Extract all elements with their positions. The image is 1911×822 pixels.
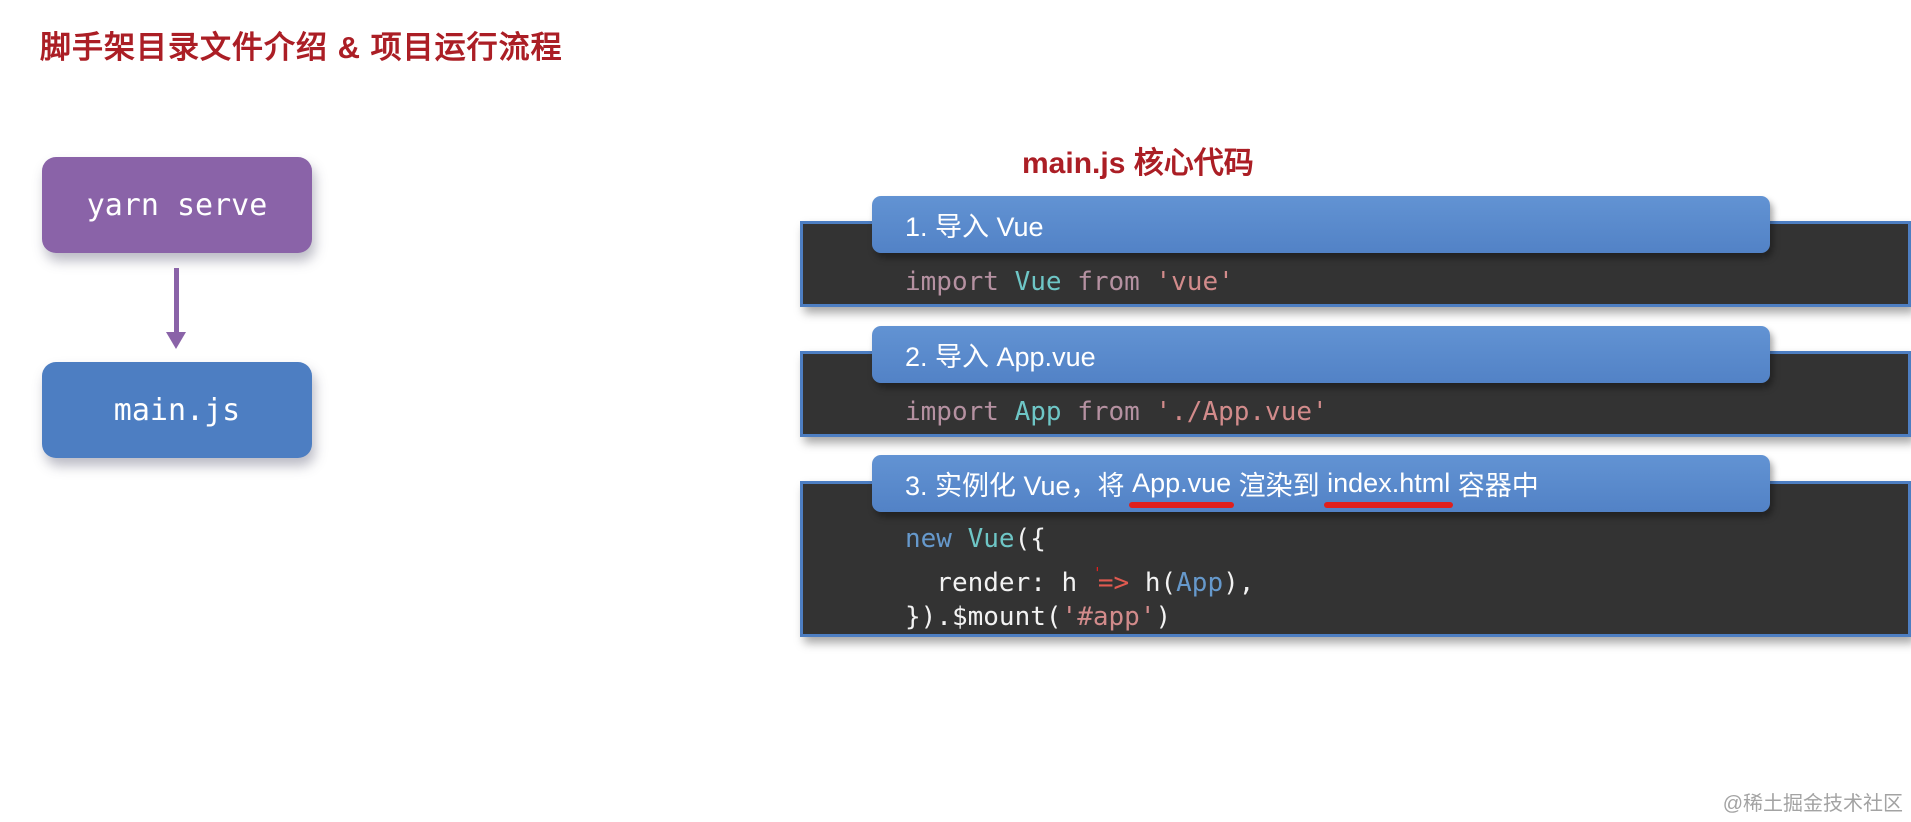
- arrow-down-icon: [166, 332, 186, 349]
- code-token: ),: [1223, 568, 1255, 598]
- step-label-part: 渲染到: [1231, 471, 1328, 501]
- code-token: [999, 397, 1015, 427]
- step-label-underlined: index.html: [1324, 468, 1454, 508]
- code-token: [1140, 397, 1156, 427]
- code-token: ): [1155, 602, 1172, 632]
- step-label-underlined: App.vue: [1129, 468, 1235, 508]
- yarn-serve-label: yarn serve: [86, 187, 268, 223]
- code-token: App: [1176, 568, 1224, 598]
- code-token: '#app': [1061, 602, 1156, 632]
- code-token: Vue: [967, 524, 1015, 554]
- code-token: import: [905, 397, 999, 427]
- code-token: [952, 524, 968, 554]
- flow-arrow: [166, 268, 186, 352]
- code-line: import Vue from 'vue': [905, 265, 1908, 299]
- code-token: App: [1014, 397, 1062, 427]
- step-label-part: 1. 导入 Vue: [905, 212, 1044, 242]
- code-token: render: h: [905, 568, 1093, 598]
- code-token: './App.vue': [1155, 397, 1328, 427]
- step-header: 3. 实例化 Vue，将 App.vue 渲染到 index.html 容器中: [872, 455, 1770, 512]
- code-token: }).$mount(: [905, 602, 1062, 632]
- code-token: [1140, 267, 1156, 297]
- step-label-part: 容器中: [1450, 471, 1539, 501]
- code-token: new: [905, 524, 952, 554]
- code-token: from: [1077, 267, 1140, 297]
- step-label-part: 2. 导入 App.vue: [905, 342, 1096, 372]
- code-line: import App from './App.vue': [905, 395, 1908, 429]
- code-heading: main.js 核心代码: [1022, 147, 1254, 180]
- code-token: import: [905, 267, 999, 297]
- step-header: 1. 导入 Vue: [872, 196, 1770, 253]
- arrow-shaft: [174, 268, 179, 334]
- step-header: 2. 导入 App.vue: [872, 326, 1770, 383]
- code-token: [1062, 397, 1078, 427]
- watermark: @稀土掘金技术社区: [1722, 793, 1903, 815]
- code-token: =>: [1097, 568, 1130, 598]
- main-js-label: main.js: [113, 392, 241, 428]
- code-line: render: h '=> h(App),: [905, 556, 1908, 600]
- code-token: h(: [1129, 568, 1177, 598]
- code-token: 'vue': [1155, 267, 1234, 297]
- code-token: [999, 267, 1015, 297]
- code-token: Vue: [1014, 267, 1062, 297]
- code-line: }).$mount('#app'): [905, 600, 1908, 634]
- code-token: [1062, 267, 1078, 297]
- code-token: from: [1077, 397, 1140, 427]
- page-title: 脚手架目录文件介绍 & 项目运行流程: [40, 30, 563, 65]
- yarn-serve-box: yarn serve: [42, 157, 312, 253]
- main-js-box: main.js: [42, 362, 312, 458]
- code-token: ({: [1014, 524, 1046, 554]
- code-token: ': [1092, 564, 1102, 582]
- step-label-part: 3. 实例化 Vue，将: [905, 471, 1133, 501]
- code-line: new Vue({: [905, 522, 1908, 556]
